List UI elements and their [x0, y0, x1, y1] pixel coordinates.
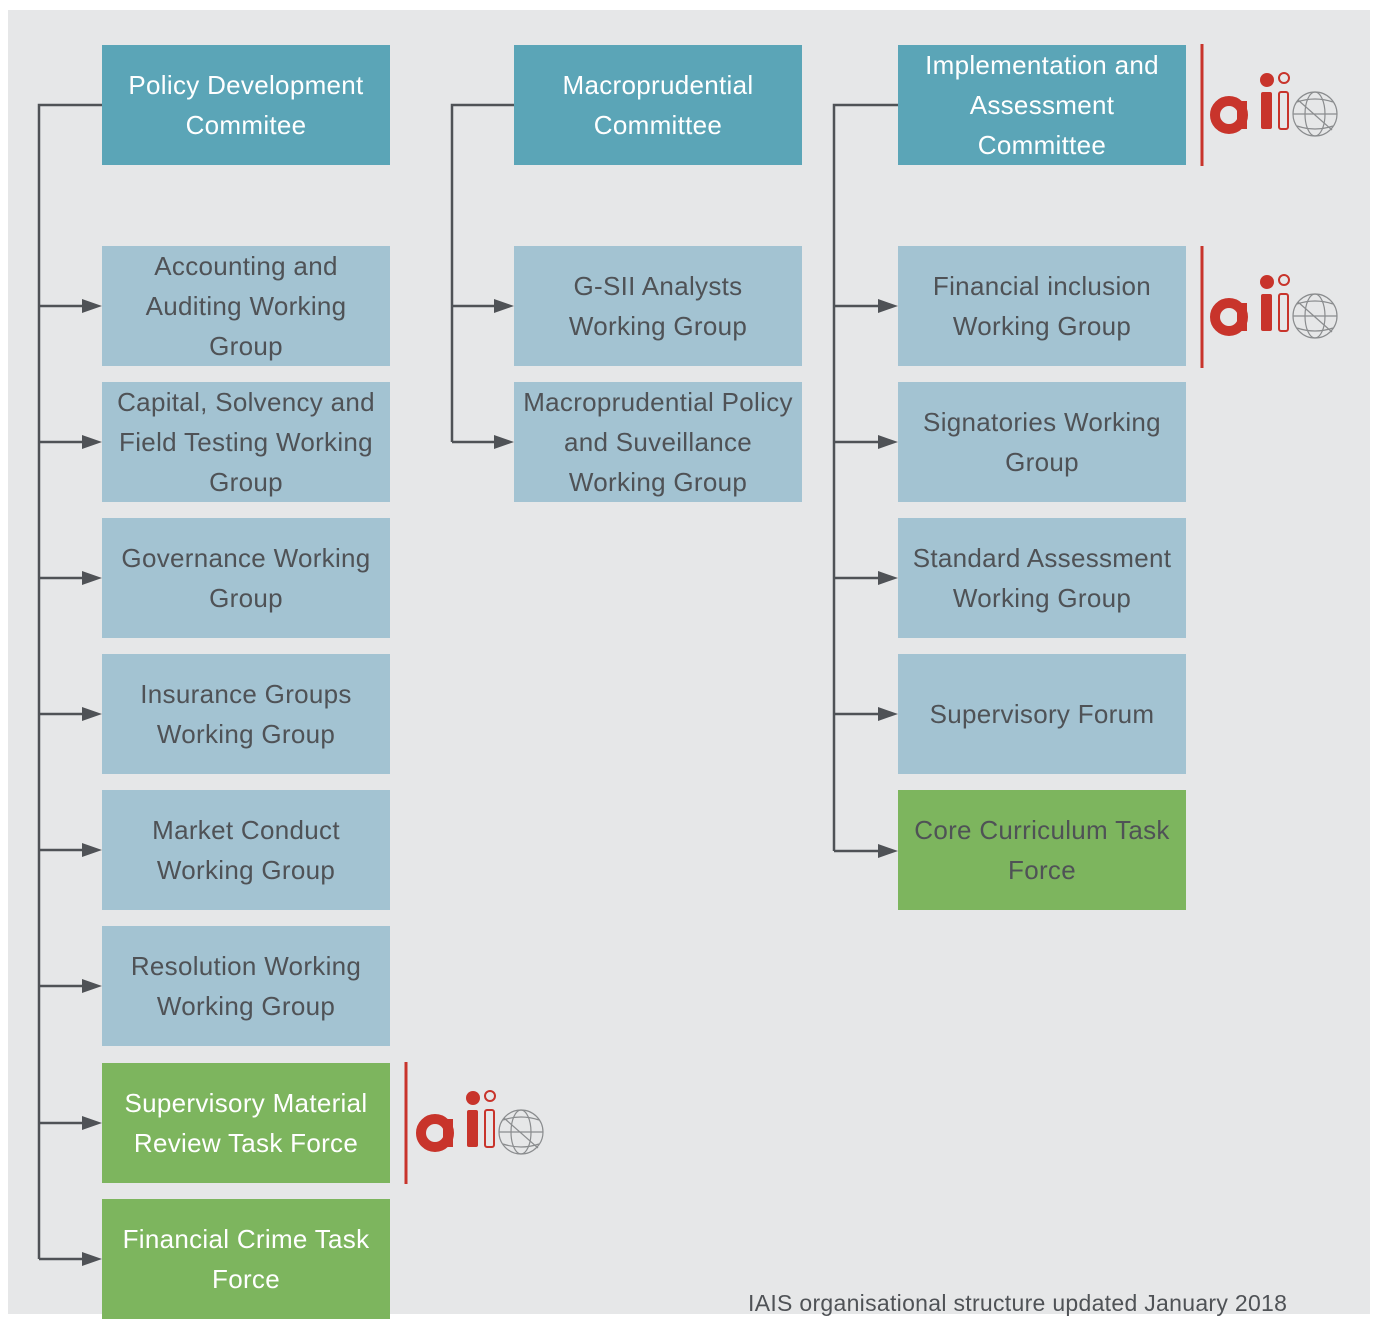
node-implementation-assessment-committee: Implementation and Assessment Committee [898, 45, 1186, 165]
node-insurance-groups-wg: Insurance Groups Working Group [102, 654, 390, 774]
node-core-curriculum-tf: Core Curriculum Task Force [898, 790, 1186, 910]
node-market-conduct-wg: Market Conduct Working Group [102, 790, 390, 910]
node-standard-assessment-wg: Standard Assessment Working Group [898, 518, 1186, 638]
node-financial-inclusion-wg: Financial inclusion Working Group [898, 246, 1186, 366]
node-resolution-wg: Resolution Working Working Group [102, 926, 390, 1046]
trunk-policy [37, 103, 102, 1259]
node-supervisory-forum: Supervisory Forum [898, 654, 1186, 774]
node-financial-crime-tf: Financial Crime Task Force [102, 1199, 390, 1319]
node-supervisory-material-tf: Supervisory Material Review Task Force [102, 1063, 390, 1183]
a2ii-logo-icon [1200, 44, 1338, 166]
node-accounting-auditing-wg: Accounting and Auditing Working Group [102, 246, 390, 366]
a2ii-logo-icon [404, 1062, 544, 1184]
node-policy-development-committee: Policy Development Commitee [102, 45, 390, 165]
a2ii-logo-icon [1200, 246, 1338, 368]
footer-caption: IAIS organisational structure updated Ja… [748, 1290, 1288, 1316]
node-capital-solvency-wg: Capital, Solvency and Field Testing Work… [102, 382, 390, 502]
node-gsii-analysts-wg: G-SII Analysts Working Group [514, 246, 802, 366]
trunk-macro [450, 103, 514, 442]
node-signatories-wg: Signatories Working Group [898, 382, 1186, 502]
node-macroprudential-policy-wg: Macroprudential Policy and Suveillance W… [514, 382, 802, 502]
trunk-implementation [832, 103, 898, 851]
node-governance-wg: Governance Working Group [102, 518, 390, 638]
node-macroprudential-committee: Macroprudential Committee [514, 45, 802, 165]
